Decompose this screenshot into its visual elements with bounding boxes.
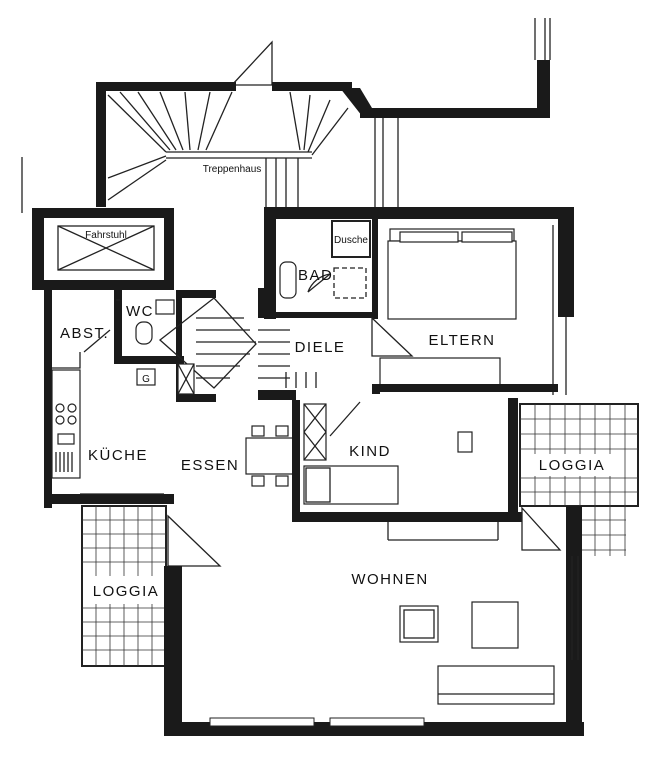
bedroom-child [292, 398, 522, 541]
label-treppenhaus: Treppenhaus [203, 164, 262, 175]
label-loggia-right: LOGGIA [539, 457, 606, 474]
label-fahrstuhl: Fahrstuhl [85, 230, 127, 241]
bathroom [264, 207, 574, 319]
hallway [158, 288, 414, 402]
label-diele: DIELE [295, 339, 346, 356]
label-kueche: KÜCHE [88, 446, 148, 464]
label-loggia-left: LOGGIA [93, 583, 160, 600]
wc-and-storage [44, 288, 216, 508]
staircase [21, 18, 551, 213]
bedroom-parents [372, 207, 574, 395]
label-g: G [142, 374, 150, 385]
label-eltern: ELTERN [428, 332, 495, 349]
kitchen [44, 369, 174, 504]
living-room [164, 506, 584, 736]
label-bad: BAD [298, 267, 333, 284]
elevator-shaft [32, 208, 174, 290]
label-dusche: Dusche [334, 235, 368, 246]
label-kind: KIND [349, 443, 391, 460]
label-wc: WC [126, 303, 154, 320]
dining [245, 425, 297, 487]
label-wohnen: WOHNEN [351, 571, 428, 588]
label-essen: ESSEN [181, 457, 239, 474]
label-abst: ABST. [60, 325, 109, 342]
